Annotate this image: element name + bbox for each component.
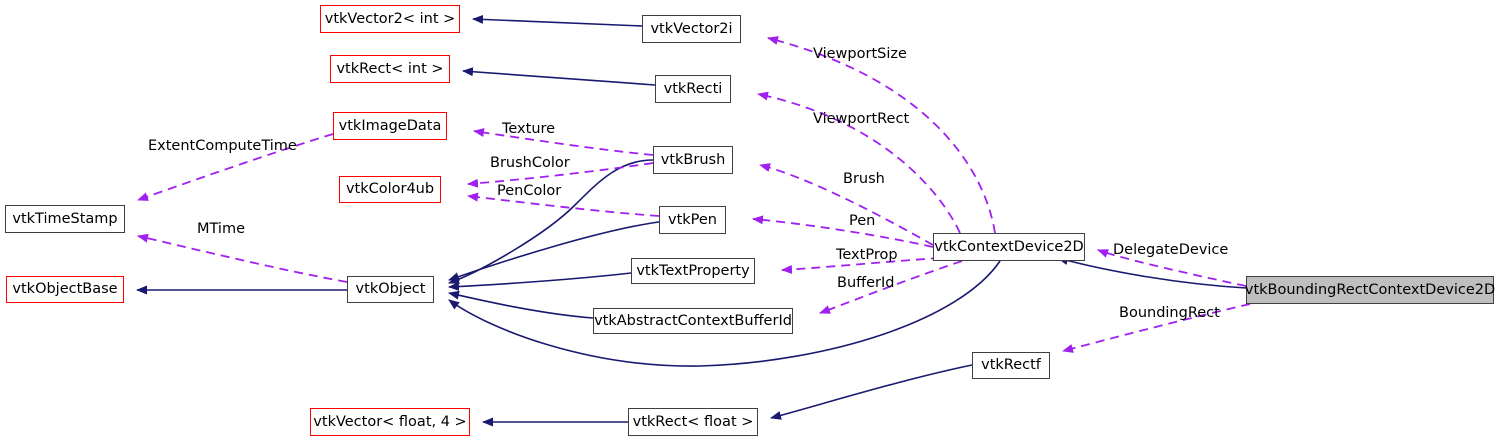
edge-usage-Brush [759, 163, 934, 246]
edge-vtkRecti-to-vtkRectInt [462, 67, 656, 86]
node-label: vtkAbstractContextBufferId [594, 312, 792, 329]
node-vtkColor4ub[interactable]: vtkColor4ub [339, 176, 441, 203]
node-vtkRecti[interactable]: vtkRecti [655, 75, 731, 103]
node-vtkTimeStamp[interactable]: vtkTimeStamp [5, 205, 125, 233]
node-vtkRectInt[interactable]: vtkRect< int > [330, 55, 450, 83]
node-label: vtkBrush [660, 151, 726, 168]
node-vtkRectf[interactable]: vtkRectf [972, 352, 1050, 379]
node-vtkVector2Int[interactable]: vtkVector2< int > [320, 5, 460, 33]
node-vtkTextProperty[interactable]: vtkTextProperty [631, 258, 755, 284]
node-label: vtkColor4ub [345, 181, 435, 198]
node-label: vtkTextProperty [636, 262, 750, 279]
edge-vtkPen-to-vtkObject [448, 221, 660, 281]
edge-label-mtime: MTime [197, 221, 245, 237]
node-label: vtkBoundingRectContextDevice2D [1244, 281, 1496, 298]
edge-label-extent-compute-time: ExtentComputeTime [148, 138, 297, 154]
edge-usage-TextProp [781, 257, 941, 274]
edge-usage-MTime [137, 233, 348, 283]
node-label: vtkPen [667, 211, 717, 228]
node-label: vtkRect< float > [632, 413, 754, 430]
edge-label-pen-color: PenColor [497, 183, 562, 199]
node-vtkContextDevice2D[interactable]: vtkContextDevice2D [933, 233, 1085, 261]
node-label: vtkVector2i [650, 20, 733, 37]
node-label: vtkImageData [338, 117, 442, 134]
edge-vtkAbstractBufferId-to-vtkObject [448, 290, 594, 319]
edge-usage-ViewportSize [767, 36, 996, 234]
node-label: vtkTimeStamp [12, 210, 118, 227]
edge-usage-BufferId [819, 260, 963, 314]
node-vtkVectorFloat4[interactable]: vtkVector< float, 4 > [310, 408, 470, 436]
edge-vtkBrush-to-vtkObject [448, 159, 654, 284]
edge-vtkBoundingRect-to-vtkContextDevice2D [1057, 256, 1247, 289]
edge-usage-PenColor [467, 192, 660, 217]
node-vtkObject[interactable]: vtkObject [347, 276, 434, 303]
node-vtkBrush[interactable]: vtkBrush [653, 146, 733, 174]
edge-label-bounding-rect: BoundingRect [1119, 305, 1220, 321]
node-label: vtkContextDevice2D [934, 238, 1084, 255]
edge-label-brush: Brush [843, 171, 885, 187]
edge-vtkContextDevice2D-to-vtkObject [448, 260, 1001, 367]
node-label: vtkVector< float, 4 > [313, 413, 467, 430]
node-vtkPen[interactable]: vtkPen [659, 206, 726, 234]
edge-label-delegate-device: DelegateDevice [1113, 242, 1229, 258]
edge-label-brush-color: BrushColor [490, 155, 570, 171]
node-vtkObjectBase[interactable]: vtkObjectBase [6, 276, 124, 303]
edge-label-viewport-rect: ViewportRect [813, 111, 910, 127]
node-label: vtkVector2< int > [324, 10, 456, 27]
node-vtkImageData[interactable]: vtkImageData [333, 112, 447, 140]
node-label: vtkObject [355, 281, 426, 298]
edge-usage-BoundingRect [1062, 303, 1251, 353]
edge-usage-ExtentComputeTime [137, 133, 334, 201]
usage-edges [137, 36, 1251, 353]
edge-usage-BrushColor [467, 162, 654, 188]
edge-label-viewport-size: ViewportSize [813, 46, 907, 62]
edge-usage-DelegateDevice [1097, 249, 1247, 287]
edge-usage-Texture [473, 128, 654, 156]
node-vtkBoundingRectContextDevice2D[interactable]: vtkBoundingRectContextDevice2D [1244, 276, 1496, 304]
node-vtkRectFloat[interactable]: vtkRect< float > [628, 408, 758, 436]
edge-label-pen: Pen [849, 213, 876, 229]
edge-label-buffer-id: BufferId [837, 275, 895, 291]
edge-vtkVector2i-to-vtkVector2Int [472, 14, 643, 27]
node-label: vtkRect< int > [336, 60, 444, 77]
edge-usage-ViewportRect [757, 91, 961, 234]
node-vtkAbstractContextBufferId[interactable]: vtkAbstractContextBufferId [593, 308, 793, 334]
edge-label-texture: Texture [502, 121, 556, 137]
edge-label-text-prop: TextProp [836, 247, 898, 263]
node-label: vtkRectf [981, 357, 1041, 374]
node-label: vtkRecti [663, 80, 723, 97]
node-label: vtkObjectBase [12, 281, 118, 298]
node-vtkVector2i[interactable]: vtkVector2i [642, 15, 741, 43]
edge-usage-Pen [752, 215, 934, 248]
edge-vtkTextProperty-to-vtkObject [448, 272, 632, 292]
edge-vtkRectf-to-vtkRectFloat [770, 364, 973, 420]
